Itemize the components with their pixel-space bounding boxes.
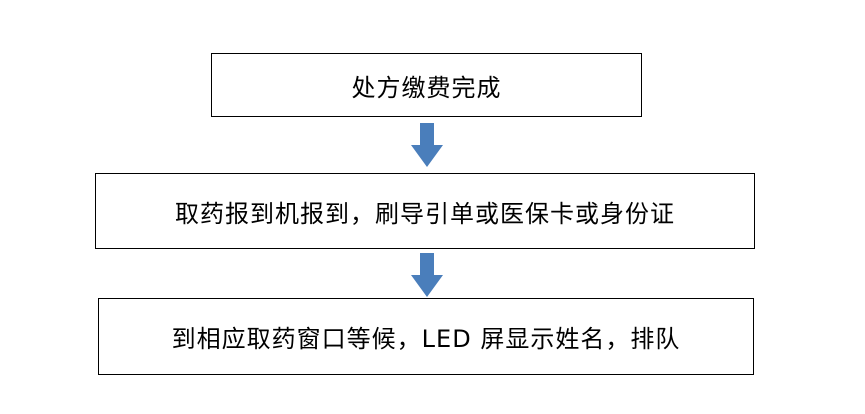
- step-label: 处方缴费完成: [351, 73, 502, 102]
- step-check-in: 取药报到机报到，刷导引单或医保卡或身份证: [95, 173, 755, 249]
- down-arrow-icon: [411, 123, 443, 167]
- step-label: 到相应取药窗口等候，LED 屏显示姓名，排队: [171, 325, 681, 353]
- down-arrow-icon: [411, 253, 443, 297]
- step-label: 取药报到机报到，刷导引单或医保卡或身份证: [175, 199, 675, 228]
- step-wait-queue: 到相应取药窗口等候，LED 屏显示姓名，排队: [98, 298, 754, 375]
- step-payment-complete: 处方缴费完成: [211, 53, 642, 117]
